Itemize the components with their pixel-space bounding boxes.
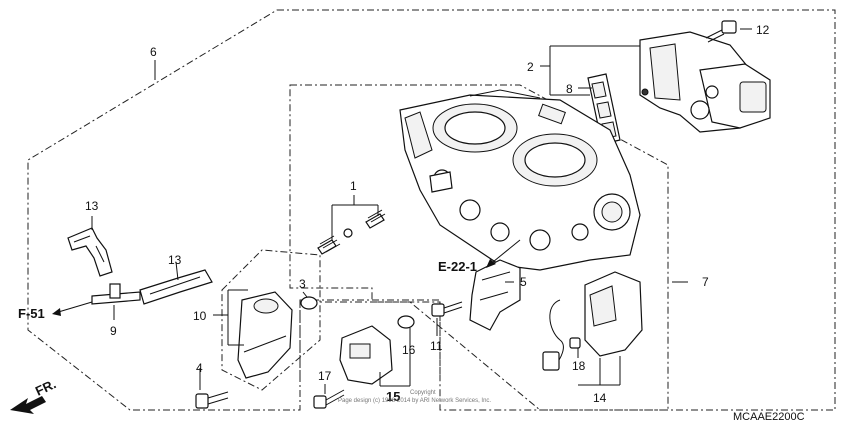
callout-13-lower: 13 bbox=[168, 253, 182, 267]
arrow-f51 bbox=[52, 301, 93, 316]
callout-14: 14 bbox=[593, 391, 607, 405]
front-arrow-icon bbox=[10, 396, 46, 414]
hose-13-lower bbox=[139, 269, 213, 305]
o-ring-3 bbox=[300, 296, 318, 310]
bolt-17 bbox=[313, 389, 345, 409]
gasket-8 bbox=[587, 73, 621, 145]
map-sensor-15 bbox=[339, 325, 393, 385]
hose-13-upper bbox=[67, 227, 113, 277]
callout-6: 6 bbox=[150, 45, 157, 59]
callout-4: 4 bbox=[196, 361, 203, 375]
throttle-position-sensor-14 bbox=[542, 271, 643, 371]
arrow-e22 bbox=[486, 239, 521, 268]
sensor-10 bbox=[237, 291, 293, 379]
callout-2: 2 bbox=[527, 60, 534, 74]
bolt-11 bbox=[431, 301, 463, 317]
callout-10: 10 bbox=[193, 309, 207, 323]
copyright-line-1: Copyright bbox=[410, 390, 436, 396]
callout-15: 15 bbox=[386, 389, 400, 404]
callout-12: 12 bbox=[756, 23, 770, 37]
callout-9: 9 bbox=[110, 324, 117, 338]
leader-lines bbox=[91, 28, 752, 394]
label-fr: FR. bbox=[33, 376, 58, 398]
callout-16: 16 bbox=[402, 343, 416, 357]
sensor-subbox bbox=[221, 249, 321, 391]
idle-air-control-valve bbox=[639, 31, 771, 133]
bolt-12 bbox=[705, 20, 737, 43]
label-f51: F-51 bbox=[18, 306, 45, 321]
bracket-5 bbox=[469, 259, 521, 331]
copyright-line-2: Page design (c) 1998-2014 by ARI Network… bbox=[338, 398, 491, 404]
map-sensor-subbox bbox=[299, 299, 441, 378]
o-ring-16 bbox=[397, 315, 415, 329]
callout-13-upper: 13 bbox=[85, 199, 99, 213]
callout-5: 5 bbox=[520, 275, 527, 289]
springs-1 bbox=[317, 209, 386, 255]
diagram-code: MCAAE2200C bbox=[733, 411, 805, 423]
callout-1: 1 bbox=[350, 179, 357, 193]
callout-11: 11 bbox=[430, 339, 443, 353]
callout-8: 8 bbox=[566, 82, 573, 96]
throttle-body bbox=[399, 89, 641, 271]
bolt-4 bbox=[195, 391, 229, 409]
callout-17: 17 bbox=[318, 369, 332, 383]
callout-18: 18 bbox=[572, 359, 586, 373]
callout-3: 3 bbox=[299, 277, 306, 291]
label-e22: E-22-1 bbox=[438, 259, 477, 274]
callout-7: 7 bbox=[702, 275, 709, 289]
t-joint-9 bbox=[91, 283, 141, 305]
